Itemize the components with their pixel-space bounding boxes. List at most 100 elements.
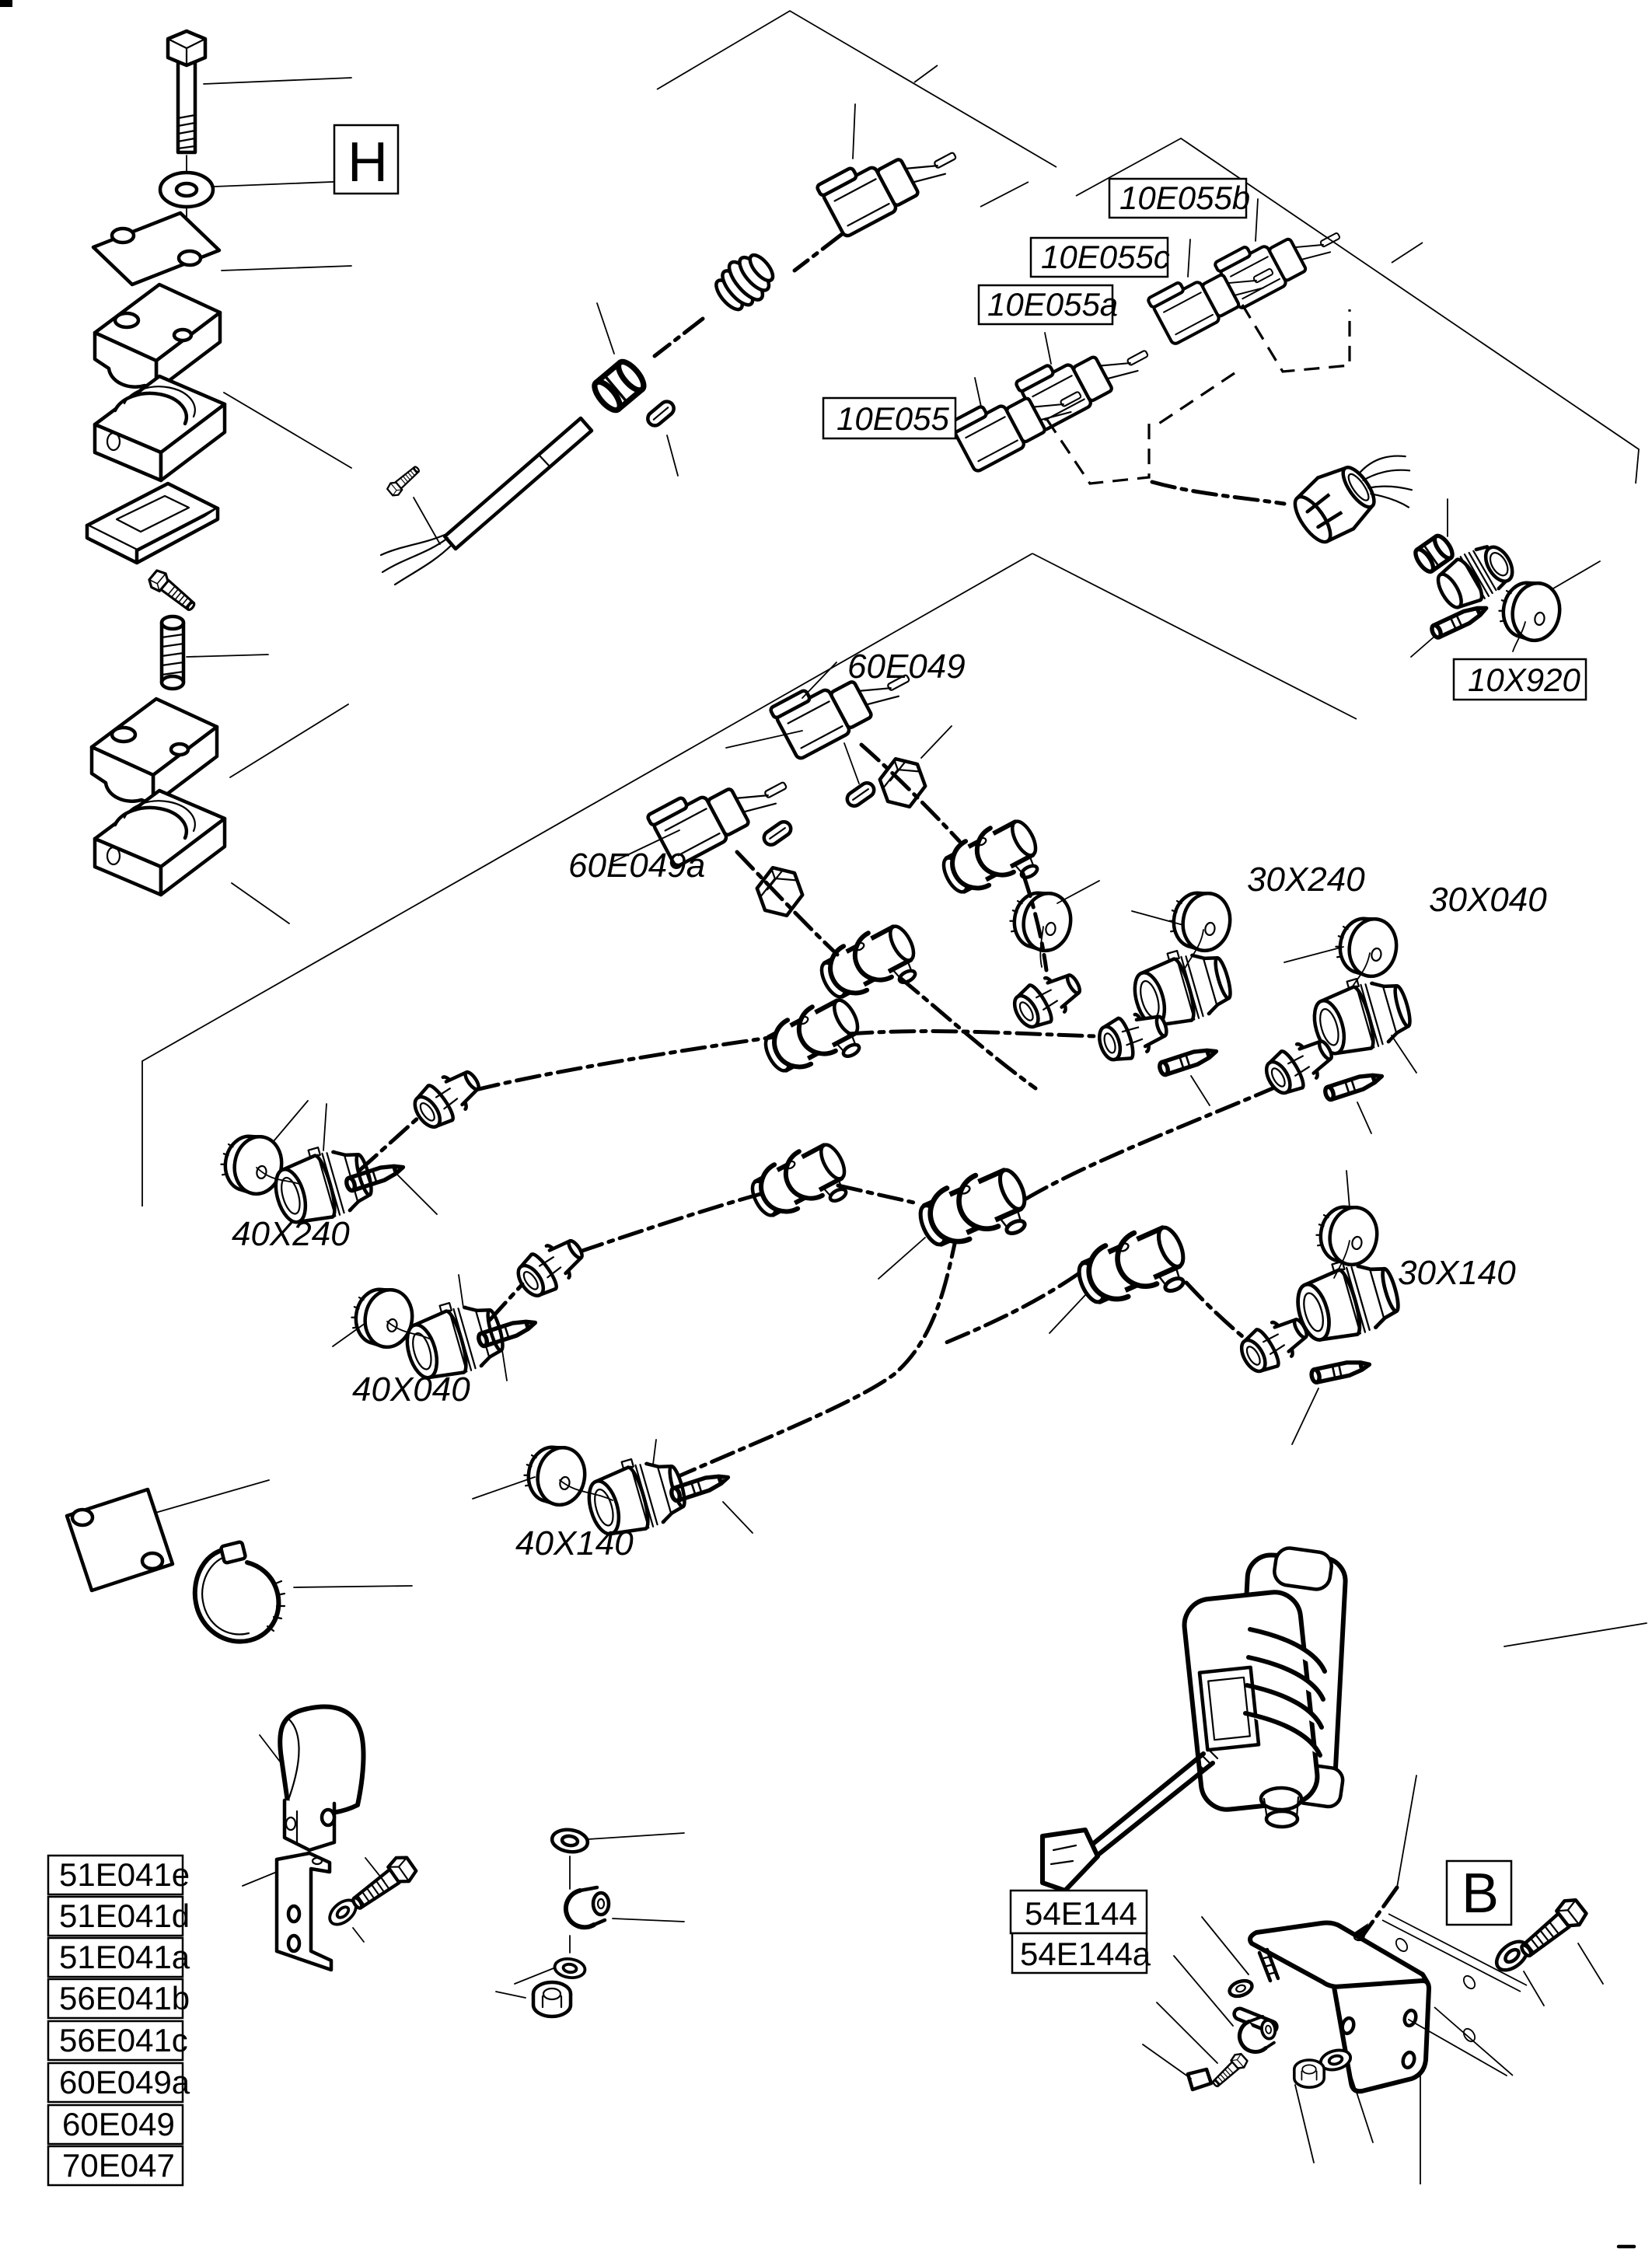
contact-pin (1158, 1046, 1218, 1076)
grommet-boot (708, 246, 781, 318)
group-40X040 (332, 1230, 591, 1385)
callout-40X140: 40X140 (515, 1524, 634, 1562)
beacon-lamp-assembly (242, 1704, 685, 2016)
washer (158, 170, 215, 209)
callout-10E055: 10E055 (822, 396, 957, 440)
tee-fitting (1071, 1217, 1196, 1323)
harness-head (407, 1061, 487, 1134)
bracket-body (1248, 1920, 1431, 2094)
callout-60E049a: 60E049a (568, 847, 705, 885)
cable-tie (192, 1540, 413, 1644)
svg-text:54E144: 54E144 (1025, 1895, 1137, 1932)
svg-text:70E047: 70E047 (62, 2147, 175, 2184)
callout-54E144: 54E144 (1009, 1889, 1148, 1935)
callout-40X240: 40X240 (232, 1215, 350, 1253)
clamp-block-upper-2 (92, 699, 217, 805)
protective-cap (520, 1441, 589, 1508)
legend-item: 70E047 (47, 2145, 184, 2187)
legend-item: 51E041a (47, 1936, 190, 1978)
callout-10X920: 10X920 (1452, 658, 1587, 701)
group-30X140 (1235, 1170, 1404, 1445)
harness-chains (473, 991, 1279, 1481)
callout-10E055a: 10E055a (977, 284, 1118, 326)
callout-40X040: 40X040 (352, 1370, 470, 1409)
svg-text:51E041e: 51E041e (59, 1856, 190, 1893)
svg-text:10E055b: 10E055b (1119, 180, 1250, 216)
lamp-bracket (282, 1798, 337, 1852)
callout-10E055c: 10E055c (1029, 236, 1170, 278)
svg-text:10E055c: 10E055c (1041, 239, 1170, 275)
svg-text:10E055a: 10E055a (987, 286, 1118, 323)
marker-h: H (333, 124, 400, 195)
legend-item: 60E049 (47, 2104, 184, 2146)
svg-text:60E049a: 60E049a (59, 2064, 190, 2100)
legend-item: 60E049a (47, 2062, 190, 2104)
contact-pin (1311, 1358, 1371, 1383)
hex-nut (533, 1982, 571, 2016)
protective-cap (1165, 887, 1235, 954)
protective-cap (1495, 577, 1564, 644)
clamp-block-upper (93, 282, 222, 393)
cable-assembly-10E055 (379, 103, 965, 586)
legend-item: 56E041c (47, 2020, 188, 2062)
connector-10X920 (1286, 430, 1601, 658)
socket-screw (145, 567, 200, 617)
callout-10E055b: 10E055b (1108, 177, 1250, 219)
leader-lines (186, 77, 352, 924)
svg-text:10E055: 10E055 (836, 400, 949, 437)
marker-b: B (1445, 1859, 1513, 1926)
hex-bolt (347, 1852, 419, 1914)
backshell-nut (1286, 430, 1430, 563)
legend-item: 51E041d (47, 1895, 190, 1937)
threaded-stud (159, 614, 186, 691)
clamp-top-plate (91, 211, 222, 287)
group-40X240 (217, 1061, 487, 1230)
legend-item: 51E041e (47, 1854, 190, 1896)
round-connector (1008, 964, 1087, 1034)
tee-fitting (913, 1160, 1038, 1266)
legend-item: 56E041b (47, 1978, 190, 2020)
callout-30X140: 30X140 (1398, 1254, 1516, 1292)
svg-text:56E041c: 56E041c (59, 2022, 188, 2058)
callout-30X040: 30X040 (1429, 881, 1547, 919)
seal (645, 399, 677, 428)
lamp-head (278, 1704, 366, 1816)
harness-head (511, 1230, 590, 1303)
slotted-plate (85, 481, 220, 565)
contact-pin (1324, 1070, 1384, 1101)
clamp-block-lower (93, 374, 227, 483)
hex-bolt (1514, 1895, 1589, 1962)
control-module (1040, 1546, 1647, 1948)
l-bracket (274, 1851, 334, 1972)
ferrule (590, 358, 648, 414)
group-30X240 (1095, 887, 1236, 1106)
module-cable (1040, 1749, 1219, 1893)
clamp-block-lower-2 (95, 791, 225, 895)
seal (844, 780, 876, 809)
small-screw (385, 463, 424, 499)
flange-nut (1293, 2058, 1325, 2089)
hex-bolt (166, 29, 208, 155)
svg-text:51E041d: 51E041d (59, 1898, 190, 1934)
small-screw (1207, 2050, 1250, 2091)
seal (761, 819, 793, 848)
svg-text:10X920: 10X920 (1468, 662, 1580, 698)
clamp-assembly-h (85, 29, 352, 924)
panel-reference (1381, 1913, 1528, 2184)
mounting-plate (65, 1479, 270, 1593)
protective-cap (1312, 1201, 1381, 1268)
tee-fitting (814, 917, 927, 1016)
small-hardware-cluster (1186, 1978, 1279, 2092)
tee-fitting (758, 991, 871, 1090)
connector-group-10E055 (948, 198, 1351, 506)
marker-b-text: B (1462, 1863, 1499, 1925)
wedge-lock (753, 861, 808, 922)
group-30X040 (1259, 913, 1416, 1134)
mounting-bracket-54E144 (1142, 1895, 1604, 2184)
legend-list: 51E041e 51E041d 51E041a 56E041b 56E041c … (47, 1854, 190, 2187)
connector-plug (816, 122, 965, 239)
labels: H B 10E055 10E055b 10E055c 10E055a 10X92… (47, 124, 1587, 2187)
washer (552, 1955, 588, 1981)
